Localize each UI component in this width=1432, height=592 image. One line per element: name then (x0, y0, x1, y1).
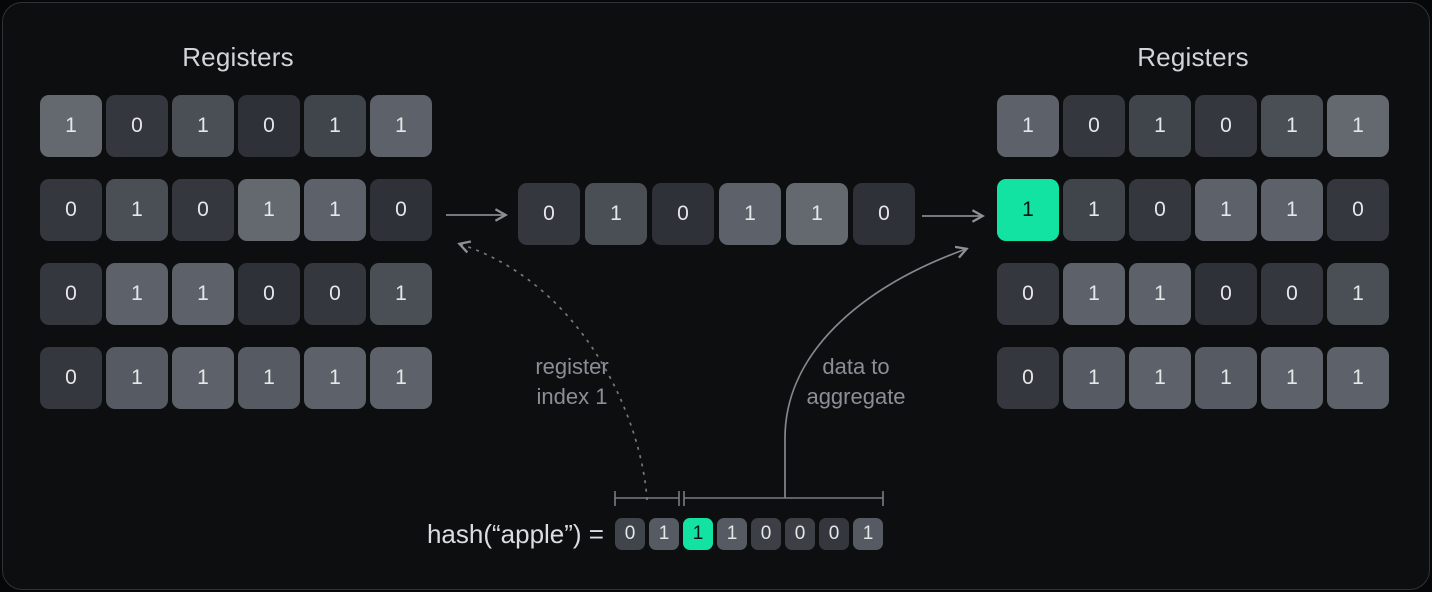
hash-bit-cell: 0 (819, 518, 849, 550)
register-cell: 1 (997, 95, 1059, 157)
data-to-aggregate-label: data to aggregate (806, 354, 906, 409)
register-cell: 1 (238, 179, 300, 241)
register-cell: 0 (238, 263, 300, 325)
register-cell: 1 (786, 183, 848, 245)
hash-bit-cell: 1 (683, 518, 713, 550)
register-cell: 0 (518, 183, 580, 245)
register-cell: 0 (238, 95, 300, 157)
register-cell: 0 (1063, 95, 1125, 157)
register-cell: 0 (652, 183, 714, 245)
register-cell: 1 (1063, 179, 1125, 241)
register-cell: 1 (1327, 263, 1389, 325)
register-cell: 1 (1129, 95, 1191, 157)
register-cell: 1 (304, 95, 366, 157)
register-cell: 1 (172, 263, 234, 325)
register-cell: 1 (1063, 263, 1125, 325)
register-cell: 1 (1261, 347, 1323, 409)
register-cell: 1 (585, 183, 647, 245)
register-cell: 0 (172, 179, 234, 241)
hash-bit-cell: 0 (751, 518, 781, 550)
register-cell: 0 (40, 263, 102, 325)
register-cell: 1 (304, 347, 366, 409)
register-cell: 1 (370, 95, 432, 157)
hash-bit-cell: 1 (717, 518, 747, 550)
register-cell: 0 (997, 263, 1059, 325)
register-cell: 1 (997, 179, 1059, 241)
register-cell: 0 (370, 179, 432, 241)
register-cell: 1 (1261, 95, 1323, 157)
register-cell: 0 (853, 183, 915, 245)
register-cell: 1 (1129, 347, 1191, 409)
register-cell: 1 (40, 95, 102, 157)
hash-expression-label: hash(“apple”) = (426, 519, 604, 549)
register-cell: 0 (1195, 263, 1257, 325)
hash-bit-cell: 0 (615, 518, 645, 550)
register-cell: 0 (40, 347, 102, 409)
register-cell: 1 (1327, 347, 1389, 409)
register-cell: 0 (1327, 179, 1389, 241)
register-cell: 1 (304, 179, 366, 241)
hash-bit-cell: 0 (785, 518, 815, 550)
register-cell: 1 (172, 95, 234, 157)
register-cell: 1 (370, 347, 432, 409)
register-cell: 1 (1195, 347, 1257, 409)
register-cell: 1 (1063, 347, 1125, 409)
register-cell: 0 (1129, 179, 1191, 241)
register-cell: 1 (106, 179, 168, 241)
register-cell: 1 (1261, 179, 1323, 241)
register-cell: 1 (106, 263, 168, 325)
register-cell: 1 (106, 347, 168, 409)
register-cell: 1 (719, 183, 781, 245)
register-cell: 1 (1129, 263, 1191, 325)
register-index-label: register index 1 (535, 354, 609, 409)
register-cell: 1 (370, 263, 432, 325)
register-cell: 0 (997, 347, 1059, 409)
register-cell: 0 (304, 263, 366, 325)
register-cell: 1 (238, 347, 300, 409)
register-cell: 1 (172, 347, 234, 409)
register-cell: 0 (40, 179, 102, 241)
register-cell: 1 (1195, 179, 1257, 241)
register-cell: 1 (1327, 95, 1389, 157)
registers-title-right: Registers (1137, 42, 1249, 72)
register-cell: 0 (1261, 263, 1323, 325)
registers-title-left: Registers (182, 42, 294, 72)
hash-bit-cell: 1 (649, 518, 679, 550)
hash-bit-cell: 1 (853, 518, 883, 550)
register-cell: 0 (106, 95, 168, 157)
register-cell: 0 (1195, 95, 1257, 157)
